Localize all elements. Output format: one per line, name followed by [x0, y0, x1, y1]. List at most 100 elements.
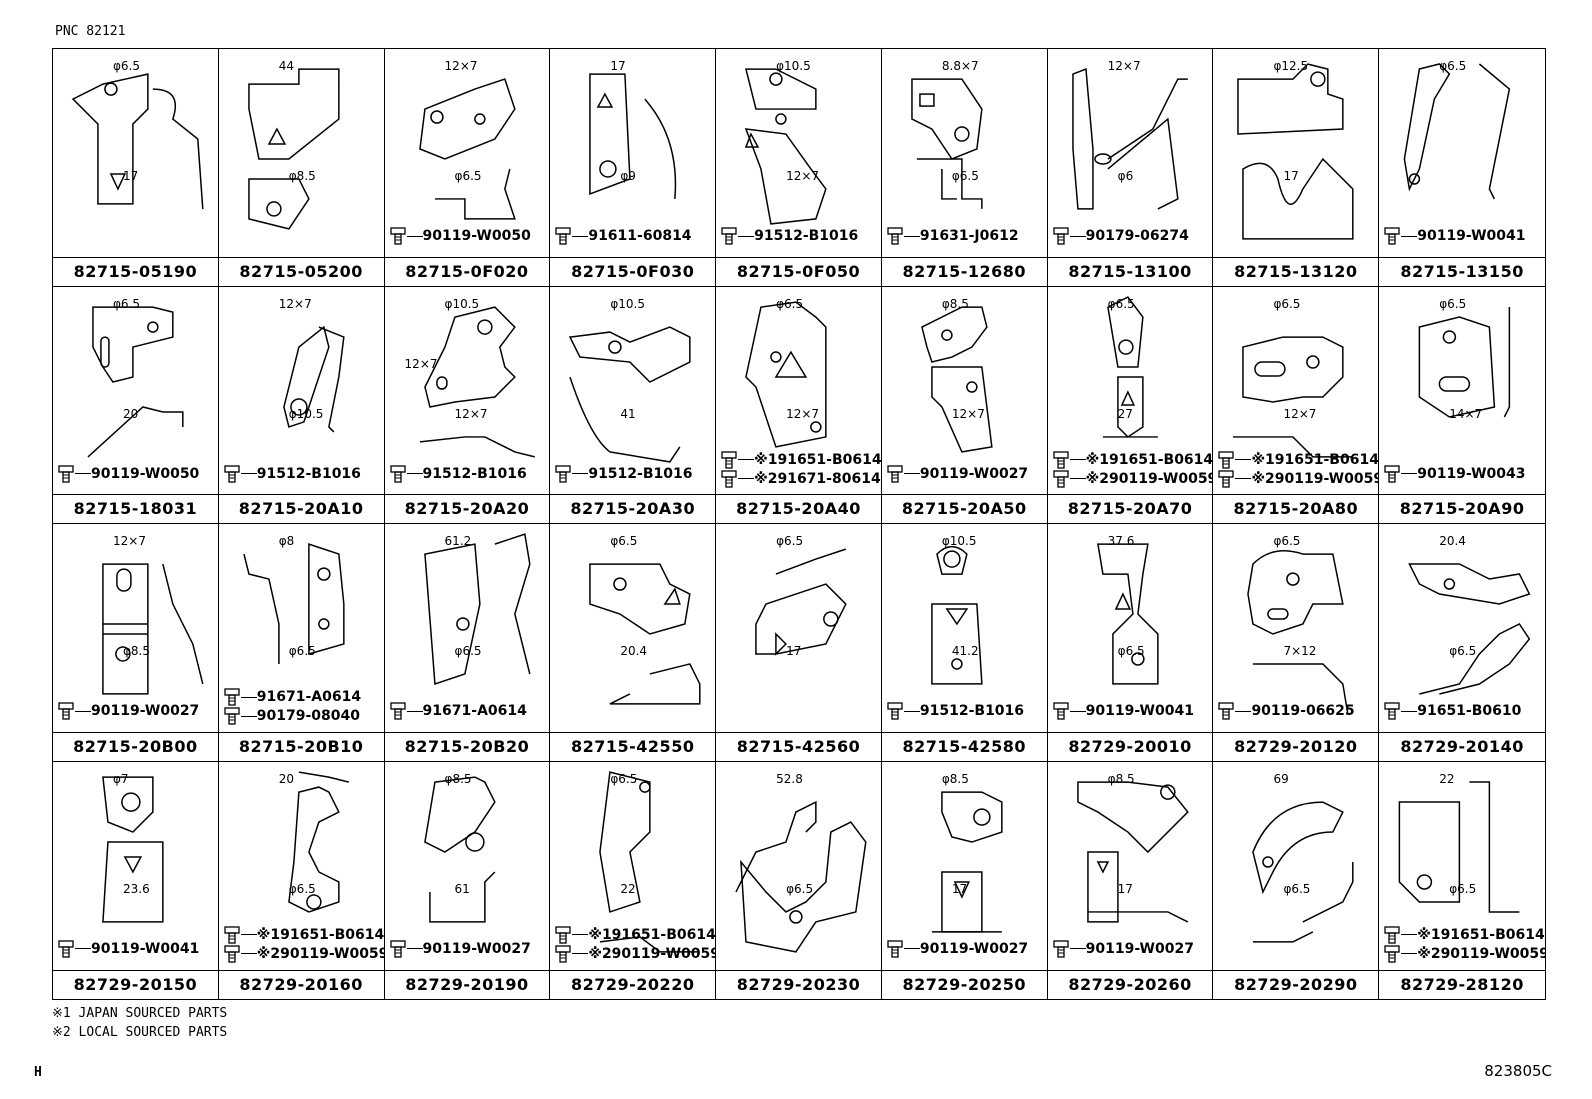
part-drawing [102, 563, 204, 695]
dimension-label: 41.2 [951, 644, 979, 658]
part-number: 82729-20160 [218, 970, 384, 999]
fastener-number: ※290119-W0059 [1251, 470, 1380, 487]
bolt-icon [389, 227, 406, 245]
footnote-local: ※2 LOCAL SOURCED PARTS [52, 1025, 228, 1040]
dimension-label: 23.6 [123, 881, 150, 896]
dimension-label: φ10.5 [941, 534, 977, 548]
fastener-ref: ※290119-W0059 [1383, 944, 1545, 963]
bolt-icon [1053, 702, 1069, 720]
fastener-number: ※191651-B0614 [1417, 926, 1545, 943]
part-drawing [744, 68, 827, 225]
dimension-label: 44 [278, 59, 295, 73]
leader-line [572, 473, 589, 474]
part-number: 82715-05200 [218, 256, 384, 286]
bolt-icon [555, 944, 571, 963]
dimension-label: φ6.5 [1439, 59, 1467, 73]
part-drawing [418, 78, 516, 220]
dimension-label: φ10.5 [610, 296, 645, 311]
fastener-number: 90119-W0027 [1085, 940, 1194, 957]
part-number: 82715-20B20 [384, 731, 550, 761]
dimension-label: φ6.5 [1449, 644, 1477, 658]
fastener-ref: 91512-B1016 [223, 464, 361, 483]
fastener-ref: 90119-W0050 [57, 464, 199, 483]
dimension-label: 12×7 [1283, 406, 1317, 421]
fastener-number: ※191651-B0614 [588, 926, 716, 943]
dimension-label: φ8.5 [941, 296, 969, 311]
dimension-label: φ6.5 [1283, 881, 1311, 896]
part-drawing [1398, 780, 1520, 913]
fastener-number: 91512-B1016 [754, 228, 859, 244]
leader-line [903, 948, 920, 949]
part-drawing [1071, 68, 1188, 210]
dimension-label: φ6.5 [1273, 534, 1301, 548]
leader-line [1069, 459, 1086, 460]
part-number: 82729-20290 [1213, 970, 1379, 999]
dimension-label: φ6.5 [776, 296, 804, 311]
fastener-number: ※290119-W0059 [1417, 945, 1545, 962]
part-number: 82715-0F030 [550, 256, 716, 286]
fastener-ref: 90119-W0041 [1383, 227, 1526, 245]
fastener-number: 90179-08040 [256, 708, 360, 724]
leader-line [903, 710, 920, 712]
fastener-number: 90119-W0041 [91, 940, 200, 957]
bolt-icon [887, 939, 903, 958]
bolt-icon [887, 227, 903, 245]
part-number: 82729-20220 [550, 970, 716, 999]
dimension-label: φ6.5 [454, 169, 482, 183]
fastener-number: 90119-W0041 [1417, 228, 1526, 244]
bolt-icon [887, 702, 903, 720]
fastener-number: 91631-J0612 [919, 228, 1019, 244]
dimension-label: 69 [1273, 771, 1289, 786]
bolt-icon [1384, 944, 1400, 963]
dimension-label: 12×7 [278, 296, 312, 311]
dimension-label: 17 [1283, 169, 1299, 183]
dimension-label: φ6.5 [610, 534, 638, 548]
bolt-icon [1053, 939, 1069, 958]
part-number: 82715-0F050 [716, 256, 881, 286]
fastener-ref: ※191651-B0614 [554, 925, 716, 944]
dimension-label: 14×7 [1449, 406, 1483, 421]
leader-line [1401, 953, 1418, 954]
part-drawing [569, 325, 691, 463]
dimension-label: φ8.5 [444, 771, 472, 786]
fastener-number: ※290119-W0059 [256, 945, 385, 962]
dimension-label: φ10.5 [776, 59, 811, 73]
part-drawing [931, 545, 983, 685]
part-number: 82729-20010 [1047, 731, 1213, 761]
fastener-number: 90119-W0027 [422, 940, 531, 957]
fastener-ref: 90119-W0027 [886, 939, 1028, 958]
fastener-ref: 90119-W0041 [1052, 702, 1194, 720]
dimension-label: 12×7 [454, 406, 488, 421]
part-number: 82715-18031 [53, 494, 218, 523]
part-number: 82715-20A80 [1213, 494, 1379, 523]
leader-line [406, 473, 423, 474]
bolt-icon [58, 464, 74, 483]
fastener-number: ※191651-B0614 [1251, 451, 1379, 468]
fastener-number: 91512-B1016 [588, 465, 693, 482]
part-drawing [599, 770, 701, 953]
part-drawing [1408, 563, 1531, 695]
fastener-number: 90119-06625 [1251, 703, 1355, 719]
fastener-number: 91671-A0614 [256, 689, 362, 705]
bolt-icon [389, 464, 406, 483]
bolt-icon [555, 227, 571, 245]
part-number: 82715-20B00 [53, 731, 218, 761]
fastener-ref: 91631-J0612 [886, 227, 1019, 245]
part-drawing [247, 68, 340, 230]
part-number: 82729-28120 [1379, 970, 1545, 999]
fastener-ref: 90119-06625 [1217, 702, 1355, 720]
bolt-icon [1053, 469, 1069, 488]
part-drawing [419, 305, 535, 458]
fastener-number: 90119-W0027 [91, 703, 200, 719]
dimension-label: φ6.5 [776, 534, 804, 548]
